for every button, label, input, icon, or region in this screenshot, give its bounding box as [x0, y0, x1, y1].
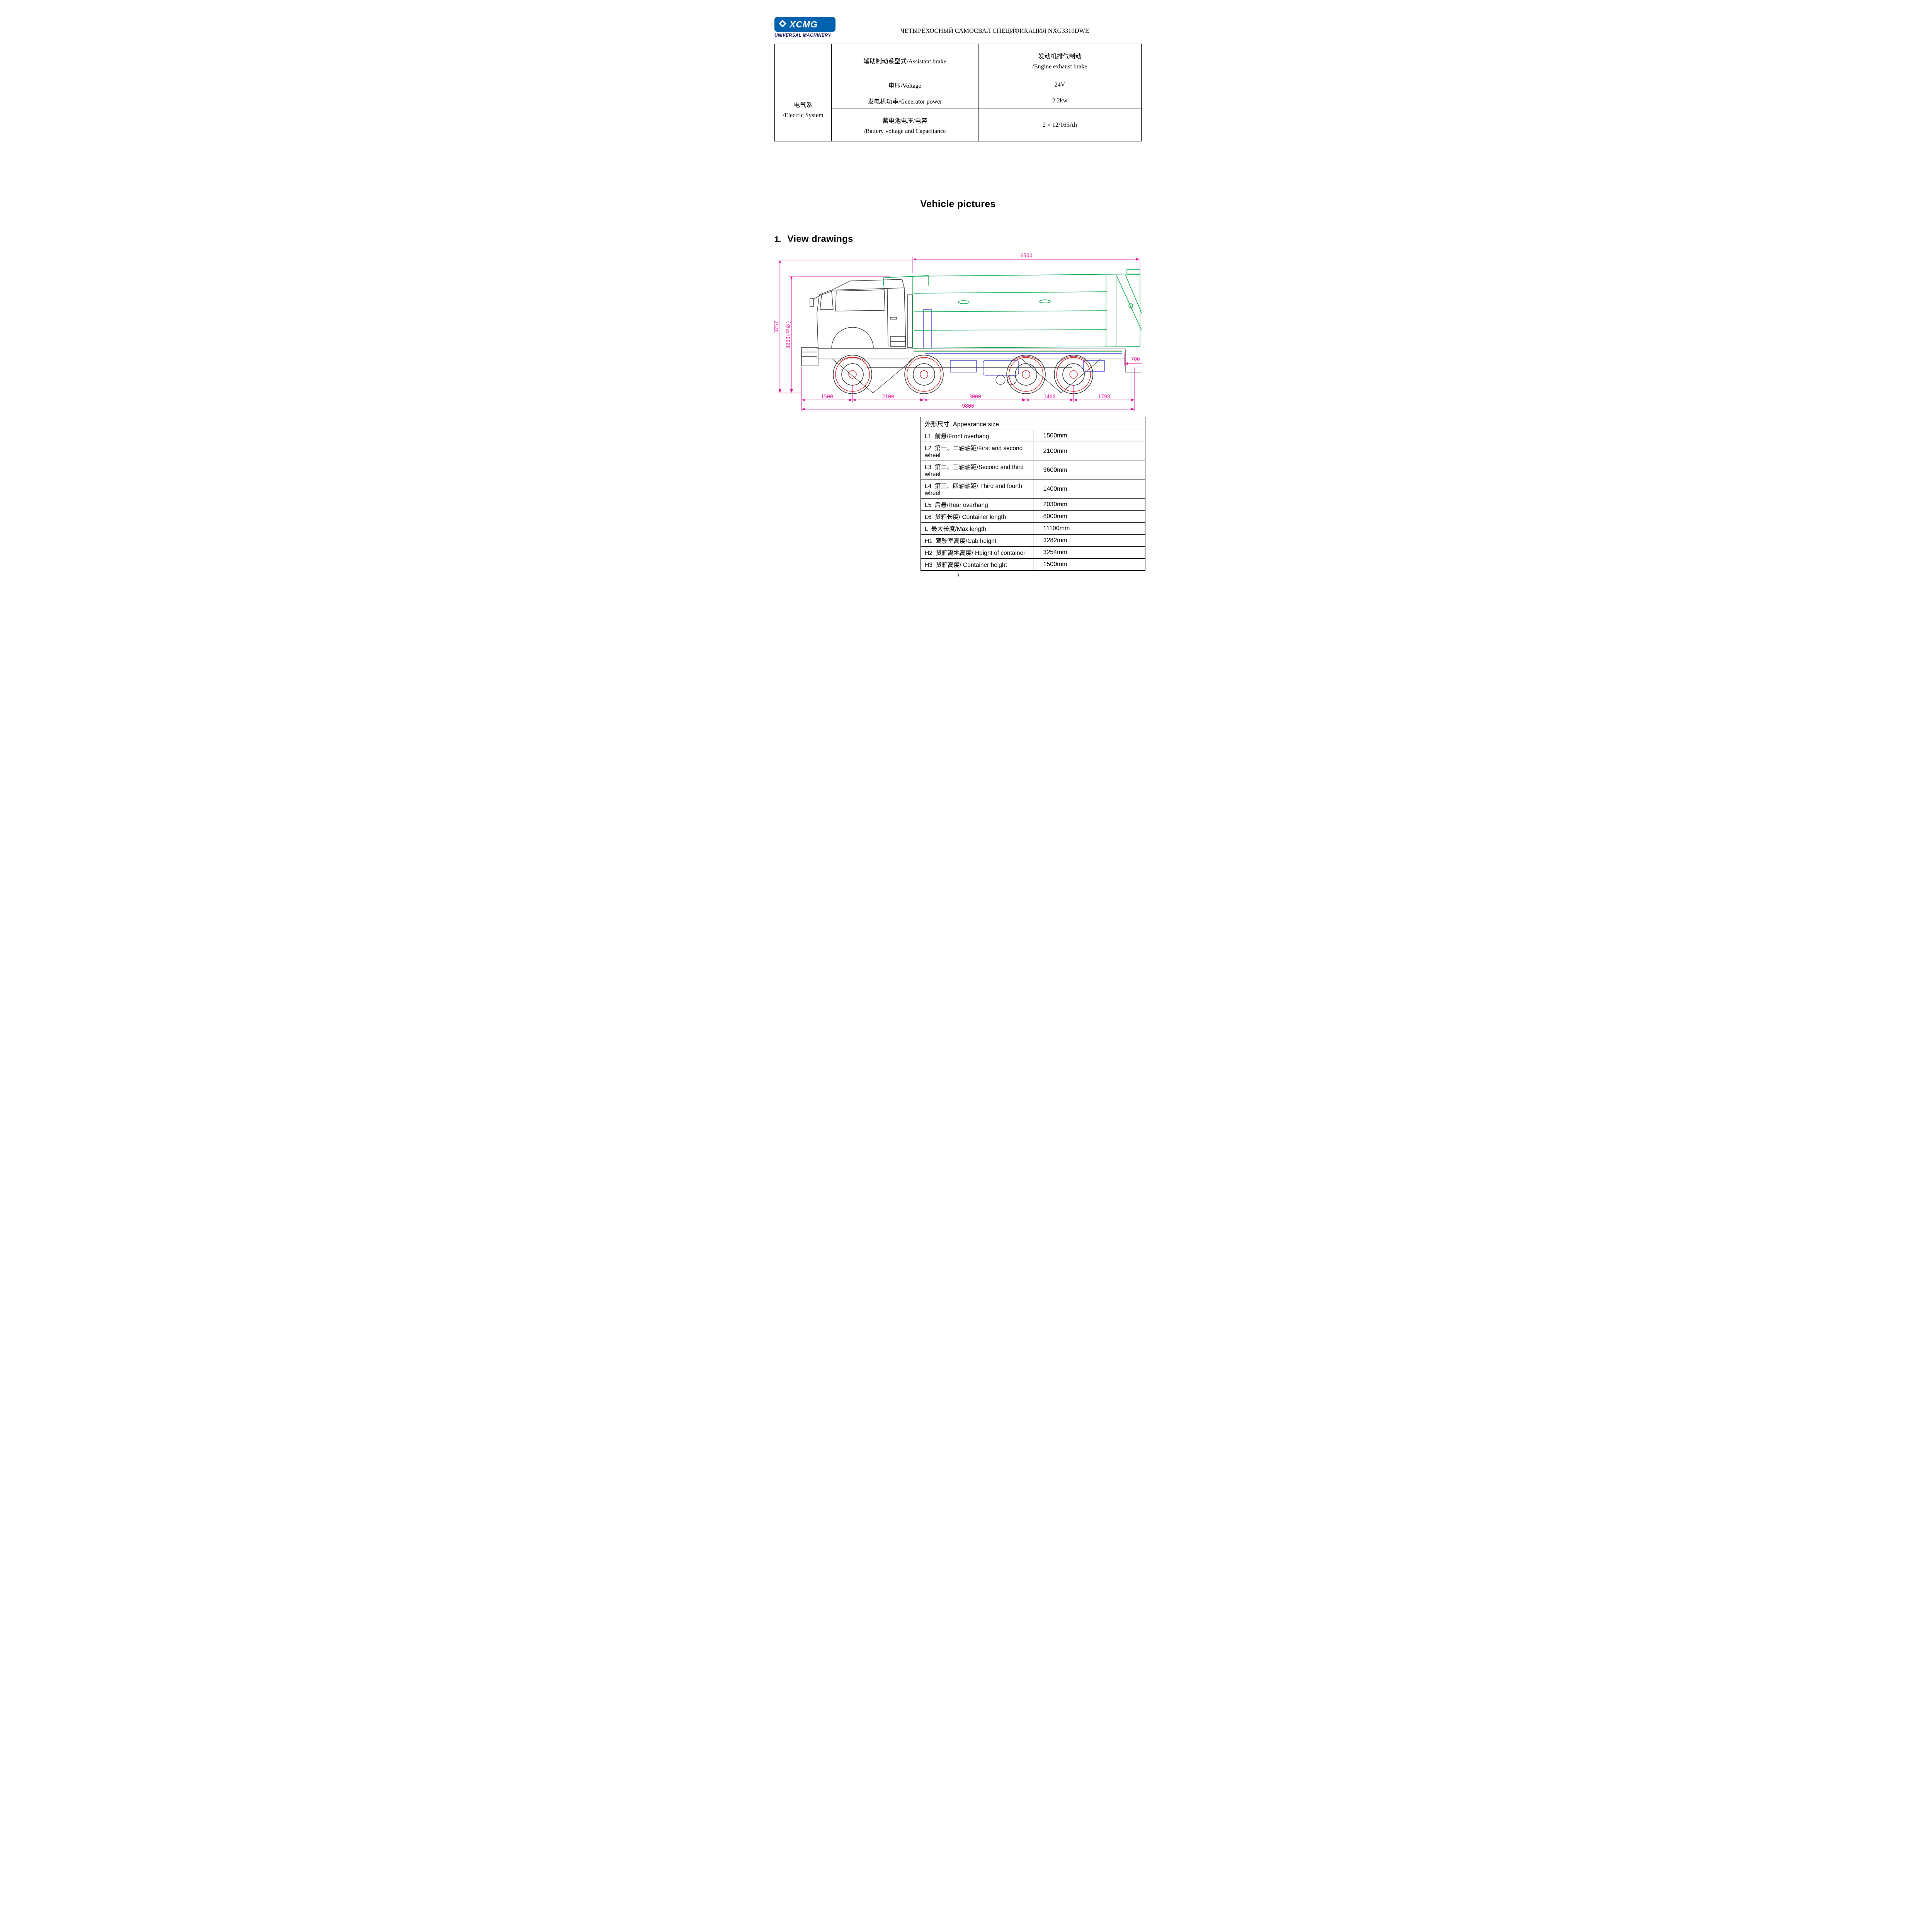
heading-number: 1.	[774, 235, 781, 244]
view-drawings-heading: 1. View drawings	[774, 234, 1142, 245]
appearance-table-title: 外形尺寸 Appearance size	[921, 417, 1145, 430]
dim-row-label: L1 前悬/Front overhang	[921, 430, 1033, 442]
dim-front-overhang-label: 1500	[821, 394, 833, 400]
dim-row-label: L3 第二、三轴轴距/Second and third wheel	[921, 461, 1033, 480]
dim-height-total-label: 3757	[774, 321, 780, 333]
group-cell-empty	[774, 44, 832, 77]
dim-row-value: 1400mm	[1033, 480, 1145, 499]
logo-brand-text: XCMG	[790, 19, 818, 29]
dim-overall-label: 9800	[962, 403, 974, 409]
dim-row-label: H2 货箱离地高度/ Height of container	[921, 546, 1033, 559]
dim-row-label: L2 第一、二轴轴距/First and second wheel	[921, 442, 1033, 461]
table-row: 蓄电池电压/电容 /Battery voltage and Capacitanc…	[775, 109, 1142, 141]
table-row: H3 货箱高度/ Container height 1500mm	[921, 558, 1145, 571]
dim-row-value: 11100mm	[1033, 522, 1145, 535]
table-row: 电气系 /Electric System 电压/Voltage 24V	[774, 77, 1142, 141]
dim-rear-label: 700	[1131, 357, 1140, 362]
table-row: L2 第一、二轴轴距/First and second wheel 2100mm	[921, 442, 1145, 461]
dump-body	[883, 269, 1142, 352]
suspension-details	[839, 350, 1122, 362]
document-page: XCMG UNIVERSAL MACHINERY ЧЕТЫРЁХОСНЫЙ СА…	[745, 0, 1171, 602]
dim-axle2-3-label: 3000	[969, 394, 981, 400]
page-header: XCMG UNIVERSAL MACHINERY ЧЕТЫРЁХОСНЫЙ СА…	[774, 17, 1142, 38]
table-row: L 最大长度/Max length 11100mm	[921, 522, 1145, 535]
table-row: H1 驾驶室高度/Cab height 3282mm	[921, 534, 1145, 547]
dimension-lines: 6500 3757 3200(空载) 700	[774, 253, 1142, 411]
truck-chassis	[816, 349, 1142, 393]
dim-row-label: L5 后悬/Rear overhang	[921, 498, 1033, 511]
dim-row-label: H3 货箱高度/ Container height	[921, 558, 1033, 571]
chassis-components	[923, 309, 1122, 376]
truck-drawing-figure: 6500 3757 3200(空载) 700	[774, 252, 1142, 414]
xcmg-logo-badge: XCMG	[774, 17, 835, 32]
spec-label-line: /Battery voltage and Capacitance	[864, 128, 946, 134]
dim-row-value: 2030mm	[1033, 498, 1145, 511]
dim-row-label: L6 货箱长度/ Container length	[921, 510, 1033, 523]
dim-row-value: 8000mm	[1033, 510, 1145, 523]
spec-value-line: /Engine exhaust brake	[1032, 63, 1087, 70]
spec-label-line: 蓄电池电压/电容	[882, 117, 927, 124]
appearance-size-table: 外形尺寸 Appearance size L1 前悬/Front overhan…	[921, 417, 1145, 571]
table-row: L5 后悬/Rear overhang 2030mm	[921, 498, 1145, 511]
dim-row-label: L 最大长度/Max length	[921, 522, 1033, 535]
xcmg-logo: XCMG UNIVERSAL MACHINERY	[774, 17, 848, 38]
dim-row-value: 3282mm	[1033, 534, 1145, 547]
dim-rear-overhang-label: 1798	[1098, 394, 1110, 400]
group-label-en: /Electric System	[783, 112, 824, 119]
dim-height-empty-label: 3200(空载)	[786, 321, 791, 349]
table-row: L1 前悬/Front overhang 1500mm	[921, 430, 1145, 442]
table-row: L4 第三、四轴轴距/ Third and fourth wheel 1400m…	[921, 480, 1145, 499]
truck-cab	[801, 279, 913, 366]
wheels	[833, 355, 1093, 394]
table-row: 辅助制动系型式/Assistant brake 发动机排气制动 /Engine …	[774, 44, 1142, 77]
electric-system-table: 辅助制动系型式/Assistant brake 发动机排气制动 /Engine …	[774, 44, 1142, 141]
spec-label: 发电机功率/Generator power	[831, 93, 978, 109]
vehicle-pictures-title: Vehicle pictures	[920, 199, 996, 209]
spec-value: 2 × 12/165Ah	[978, 109, 1142, 141]
dim-row-label: H1 驾驶室高度/Cab height	[921, 534, 1033, 547]
dim-axle3-4-label: 1400	[1043, 394, 1055, 400]
logo-tagline: UNIVERSAL MACHINERY	[774, 33, 831, 38]
table-row: 发电机功率/Generator power 2.2kw	[775, 93, 1142, 109]
table-row: L3 第二、三轴轴距/Second and third wheel 3600mm	[921, 461, 1145, 480]
page-number: 3	[956, 573, 960, 579]
dim-row-label: L4 第三、四轴轴距/ Third and fourth wheel	[921, 480, 1033, 499]
dim-row-value: 3600mm	[1033, 461, 1145, 480]
group-cell-electric-system: 电气系 /Electric System	[774, 77, 832, 141]
dim-row-value: 2100mm	[1033, 442, 1145, 461]
spec-value: 24V	[978, 77, 1142, 93]
dim-axle1-2-label: 2100	[882, 394, 894, 400]
spec-label: 电压/Voltage	[831, 77, 978, 93]
heading-text: View drawings	[787, 234, 853, 244]
truck-technical-drawing: 6500 3757 3200(空载) 700	[774, 253, 1142, 411]
dim-top-length-label: 6500	[1020, 253, 1032, 259]
spec-label: 辅助制动系型式/Assistant brake	[831, 44, 978, 77]
document-title: ЧЕТЫРЁХОСНЫЙ САМОСВАЛ СПЕЦИФИКАЦИЯ NXG33…	[900, 27, 1089, 34]
dim-row-value: 1500mm	[1033, 558, 1145, 571]
spec-value: 发动机排气制动 /Engine exhaust brake	[978, 44, 1142, 77]
table-row: L6 货箱长度/ Container length 8000mm	[921, 510, 1145, 523]
xcmg-diamond-icon	[778, 19, 787, 30]
spec-value: 2.2kw	[978, 93, 1142, 109]
table-header-row: 外形尺寸 Appearance size	[921, 417, 1145, 430]
group-label-cn: 电气系	[794, 102, 813, 109]
spec-value-line: 发动机排气制动	[1038, 53, 1082, 60]
table-row: H2 货箱离地高度/ Height of container 3254mm	[921, 546, 1145, 559]
spec-label: 蓄电池电压/电容 /Battery voltage and Capacitanc…	[831, 109, 978, 141]
dim-row-value: 3254mm	[1033, 546, 1145, 559]
dim-row-value: 1500mm	[1033, 430, 1145, 442]
